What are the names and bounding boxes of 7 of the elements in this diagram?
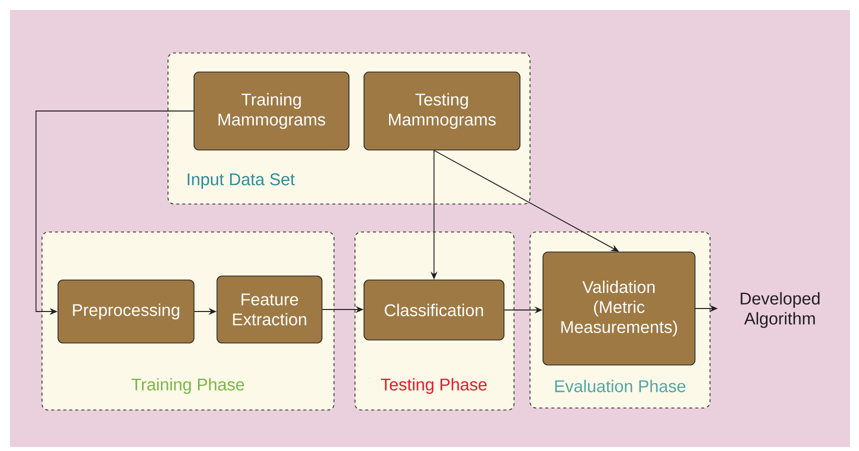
process-box: Feature Extraction bbox=[216, 276, 322, 344]
process-box: Validation (Metric Measurements) bbox=[542, 252, 696, 366]
process-box: Training Mammograms bbox=[194, 72, 350, 150]
process-box: Preprocessing bbox=[58, 280, 194, 344]
process-box: Testing Mammograms bbox=[364, 72, 520, 150]
output-text: Developed Algorithm bbox=[740, 292, 820, 328]
process-box: Classification bbox=[364, 280, 504, 340]
